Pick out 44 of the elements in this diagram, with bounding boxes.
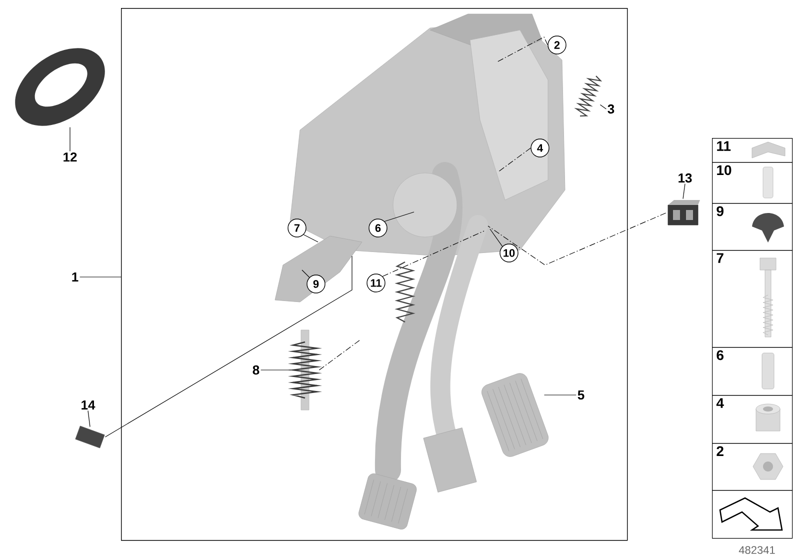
part-cell: 4 [712,395,793,444]
callout-number: 2 [548,36,566,54]
part-cell: 7 [712,250,793,348]
callout-number: 11 [366,274,386,292]
part-cell: 2 [712,443,793,491]
leader-line [544,394,576,396]
leader-line [384,212,414,222]
spring-drawing [288,330,322,410]
leader-line [80,276,122,278]
callout-number: 8 [252,365,260,375]
gasket-drawing [15,48,105,126]
callout-number: 1 [72,272,78,282]
arrow-symbol-cell [712,490,793,539]
leader-line [318,340,360,370]
spring-drawing [574,76,602,117]
leader-line [498,148,531,172]
part-cell: 11 [712,138,793,163]
connector-drawing [75,426,105,448]
leader-line [104,256,352,438]
callout-number: 4 [530,138,550,158]
callout-number: 12 [64,152,77,162]
callout-number: 6 [368,218,388,238]
leader-line [303,234,318,242]
leader-line [488,212,666,266]
frame-box [121,8,628,541]
part-cell: 10 [712,162,793,204]
leader-line [600,104,606,110]
part-cell: 9 [712,203,793,251]
callout-number: 13 [678,173,692,183]
leader-line [682,184,686,200]
callout-number: 9 [306,274,326,294]
leader-line [302,270,310,278]
callout-number: 3 [608,104,614,114]
leader-line [496,36,548,62]
pedal-pad-drawing [486,378,544,452]
leader-line [490,228,503,247]
callout-number: 14 [82,400,96,410]
callout-number: 5 [578,390,584,400]
callout-number: 7 [288,218,306,238]
connector-drawing [668,200,700,226]
leader-line [382,230,484,277]
leader-line [88,410,90,428]
part-cell: 6 [712,347,793,396]
callout-number: 10 [500,244,518,262]
